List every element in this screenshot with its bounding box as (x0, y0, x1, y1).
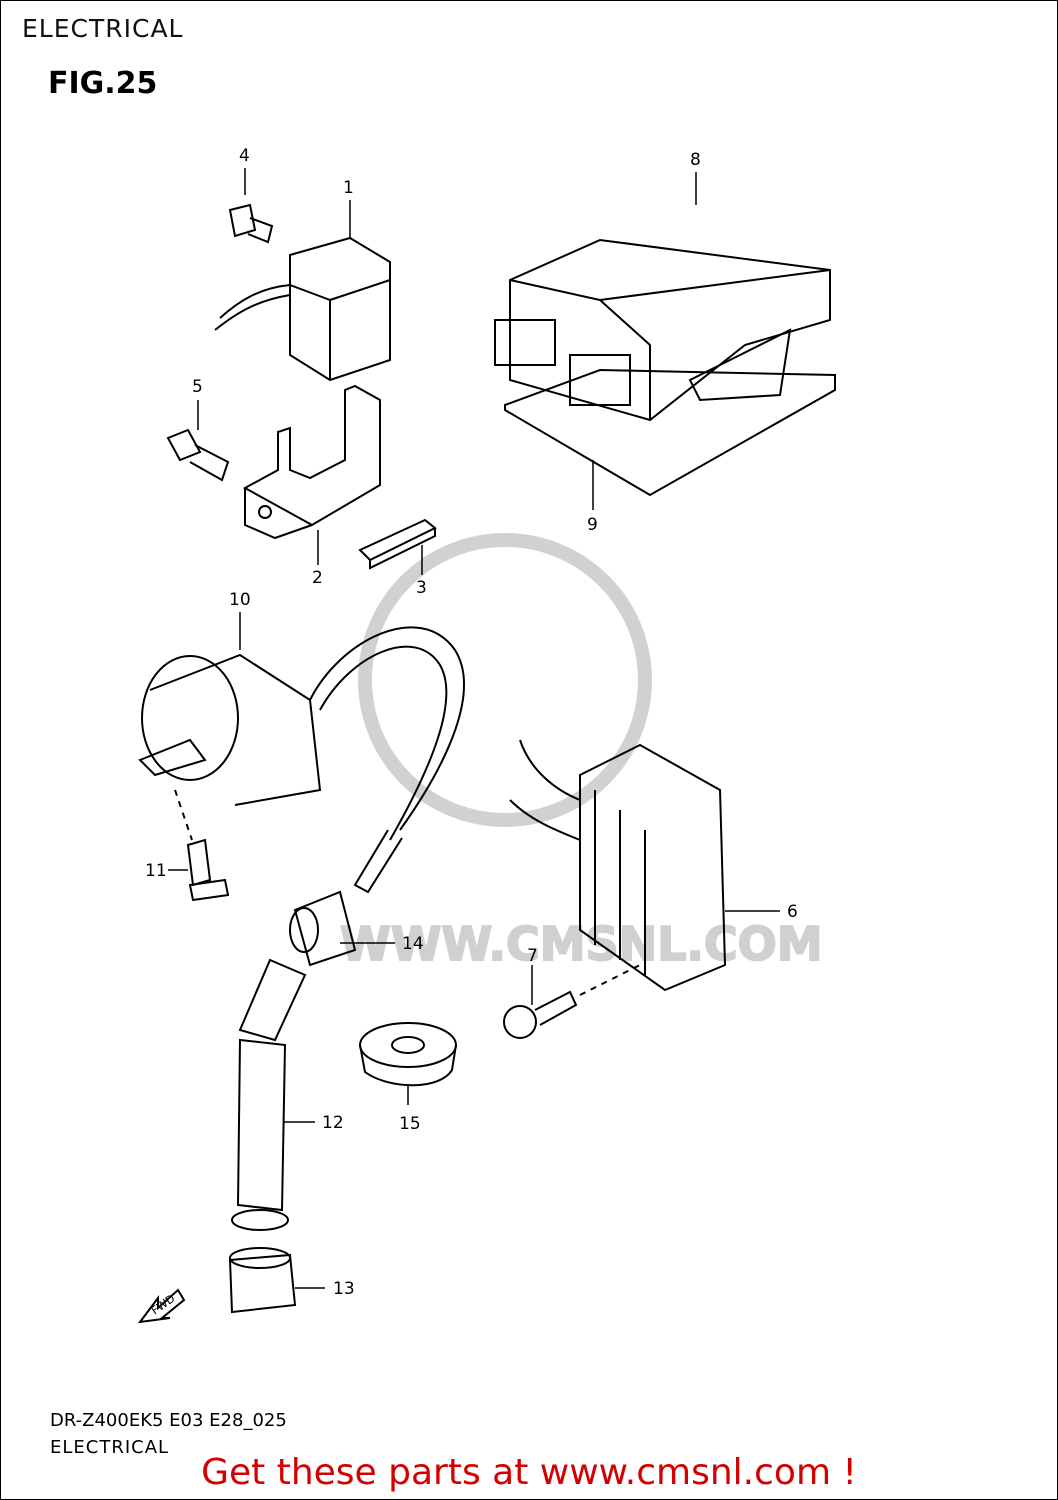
part-8-cdi-unit (494, 238, 831, 422)
part-13-boot (228, 1247, 297, 1314)
part-11-screw (186, 838, 230, 902)
part-7-bolt (503, 990, 578, 1039)
part-6-regulator (509, 739, 727, 992)
callout-5: 5 (192, 377, 203, 397)
callout-13: 13 (333, 1279, 355, 1299)
callout-12: 12 (322, 1113, 344, 1133)
promo-link[interactable]: Get these parts at www.cmsnl.com ! (201, 1452, 857, 1493)
part-3-clip (358, 518, 437, 570)
callout-8: 8 (690, 150, 701, 170)
callout-14: 14 (402, 934, 424, 954)
fwd-tag: FWD (149, 1292, 177, 1317)
callouts: 1 2 3 4 5 6 7 8 9 10 11 12 13 14 15 (145, 146, 798, 1299)
part-5-bolt (166, 428, 230, 482)
callout-1: 1 (343, 178, 354, 198)
watermark-text: WWW.CMSNL.COM (340, 917, 823, 971)
watermark: WWW.CMSNL.COM (339, 533, 824, 972)
model-code: DR-Z400EK5 E03 E28_025 (50, 1410, 287, 1431)
callout-4: 4 (239, 146, 250, 166)
callout-11: 11 (145, 861, 167, 881)
section-header: ELECTRICAL (22, 14, 184, 43)
part-14-cap (289, 890, 357, 967)
callout-10: 10 (229, 590, 251, 610)
figure-label: FIG.25 (48, 66, 158, 101)
part-15-grommet (359, 1022, 457, 1087)
fwd-arrow-icon (137, 1288, 186, 1324)
dash-line-11 (174, 789, 193, 841)
callout-2: 2 (312, 568, 323, 588)
part-10-ignition-coil (138, 626, 465, 894)
part-4-bolt (228, 203, 274, 244)
callout-15: 15 (399, 1114, 421, 1134)
callout-7: 7 (527, 946, 538, 966)
part-12-plug-cap (231, 958, 307, 1231)
callout-9: 9 (587, 515, 598, 535)
callout-6: 6 (787, 902, 798, 922)
leader-lines (168, 168, 780, 1289)
part-2-bracket (242, 384, 381, 540)
callout-3: 3 (416, 578, 427, 598)
part-1-relay (214, 236, 391, 382)
footer-section-title: ELECTRICAL (50, 1437, 170, 1458)
part-9-pad (504, 368, 836, 497)
